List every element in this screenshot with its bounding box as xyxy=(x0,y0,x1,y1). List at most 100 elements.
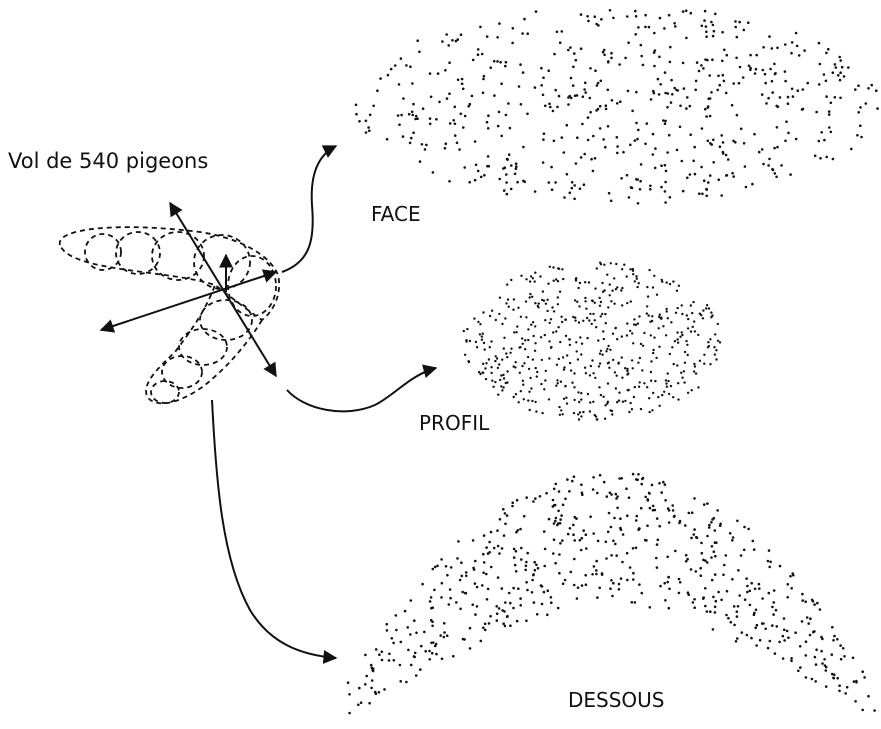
pigeon-dot xyxy=(523,515,526,518)
pigeon-dot xyxy=(846,686,849,689)
pigeon-dot xyxy=(429,117,432,120)
pigeon-dot xyxy=(566,402,568,404)
pigeon-dot xyxy=(669,353,671,355)
pigeon-dot xyxy=(861,709,864,712)
pigeon-dot xyxy=(538,302,540,304)
pigeon-dot xyxy=(503,534,506,537)
pigeon-dot xyxy=(597,82,600,85)
pigeon-dot xyxy=(803,49,806,52)
pigeon-dot xyxy=(479,373,481,375)
pigeon-dot xyxy=(622,401,624,403)
pigeon-dot xyxy=(548,357,550,359)
pigeon-dot xyxy=(608,512,611,515)
pigeon-dot xyxy=(500,385,502,387)
pigeon-dot xyxy=(554,520,557,523)
pigeon-dot xyxy=(512,607,515,610)
pigeon-dot xyxy=(654,167,657,170)
pigeon-dot xyxy=(517,529,520,532)
pigeon-dot xyxy=(488,622,491,625)
pigeon-dot xyxy=(706,188,709,191)
pigeon-dot xyxy=(561,539,564,542)
pigeon-dot xyxy=(603,338,605,340)
pigeon-dot xyxy=(644,143,647,146)
pigeon-dot xyxy=(490,566,493,569)
pigeon-dot xyxy=(652,133,655,136)
pigeon-dot xyxy=(561,136,564,139)
pigeon-dot xyxy=(573,198,576,201)
pigeon-dot xyxy=(547,589,550,592)
pigeon-dot xyxy=(432,568,435,571)
pigeon-dot xyxy=(454,106,457,109)
pigeon-dot xyxy=(681,304,683,306)
pigeon-dot xyxy=(536,375,538,377)
pigeon-dot xyxy=(370,664,373,667)
pigeon-dot xyxy=(607,362,609,364)
pigeon-dot xyxy=(530,275,532,277)
pigeon-dot xyxy=(691,511,694,514)
pigeon-dot xyxy=(502,374,504,376)
pigeon-dot xyxy=(818,140,821,143)
pigeon-dot xyxy=(648,269,650,271)
pigeon-dot xyxy=(709,142,712,145)
pigeon-dot xyxy=(825,669,828,672)
pigeon-dot xyxy=(632,578,635,581)
pigeon-dot xyxy=(664,499,667,502)
pigeon-dot xyxy=(374,691,377,694)
pigeon-dot xyxy=(357,704,360,707)
pigeon-dot xyxy=(599,105,602,108)
pigeon-dot xyxy=(522,343,524,345)
pigeon-dot xyxy=(371,679,374,682)
pigeon-dot xyxy=(769,68,772,71)
pigeon-dot xyxy=(681,160,684,163)
pigeon-dot xyxy=(691,312,693,314)
pigeon-dot xyxy=(814,155,817,158)
pigeon-dot xyxy=(507,102,510,105)
pigeon-dot xyxy=(648,397,650,399)
pigeon-dot xyxy=(474,179,477,182)
pigeon-dot xyxy=(429,600,432,603)
pigeon-dot xyxy=(842,647,845,650)
pigeon-dot xyxy=(535,410,537,412)
pigeon-dot xyxy=(498,111,501,114)
pigeon-dot xyxy=(481,584,484,587)
pigeon-dot xyxy=(683,370,685,372)
pigeon-dot xyxy=(405,681,408,684)
pigeon-dot xyxy=(840,658,843,661)
pigeon-dot xyxy=(594,319,596,321)
pigeon-dot xyxy=(825,80,828,83)
pigeon-dot xyxy=(609,9,612,12)
pigeon-dot xyxy=(626,368,628,370)
pigeon-dot xyxy=(834,63,837,66)
pigeon-dot xyxy=(745,186,748,189)
pigeon-dot xyxy=(504,166,507,169)
pigeon-dot xyxy=(484,623,487,626)
pigeon-dot xyxy=(600,263,602,265)
pigeon-dot xyxy=(601,354,603,356)
pigeon-dot xyxy=(589,401,591,403)
pigeon-dot xyxy=(755,54,758,57)
pigeon-dot xyxy=(525,581,528,584)
pigeon-dot xyxy=(646,305,648,307)
pigeon-dot xyxy=(491,310,493,312)
pigeon-dot xyxy=(750,637,753,640)
pigeon-dot xyxy=(626,514,629,517)
pigeon-dot xyxy=(479,333,481,335)
pigeon-dot xyxy=(806,82,809,85)
pigeon-dot xyxy=(665,382,667,384)
pigeon-dot xyxy=(548,398,550,400)
pigeon-dot xyxy=(690,304,692,306)
pigeon-dot xyxy=(550,596,553,599)
pigeon-dot xyxy=(534,280,536,282)
pigeon-dot xyxy=(771,168,774,171)
pigeon-dot xyxy=(573,539,576,542)
pigeon-dot xyxy=(510,188,513,191)
pigeon-dot xyxy=(670,321,672,323)
pigeon-dot xyxy=(735,640,738,643)
pigeon-dot xyxy=(736,36,739,39)
pigeon-dot xyxy=(461,78,464,81)
pigeon-dot xyxy=(482,78,485,81)
pigeon-dot xyxy=(666,581,669,584)
pigeon-dot xyxy=(499,518,502,521)
pigeon-dot xyxy=(535,10,538,13)
pigeon-dot xyxy=(562,582,565,585)
